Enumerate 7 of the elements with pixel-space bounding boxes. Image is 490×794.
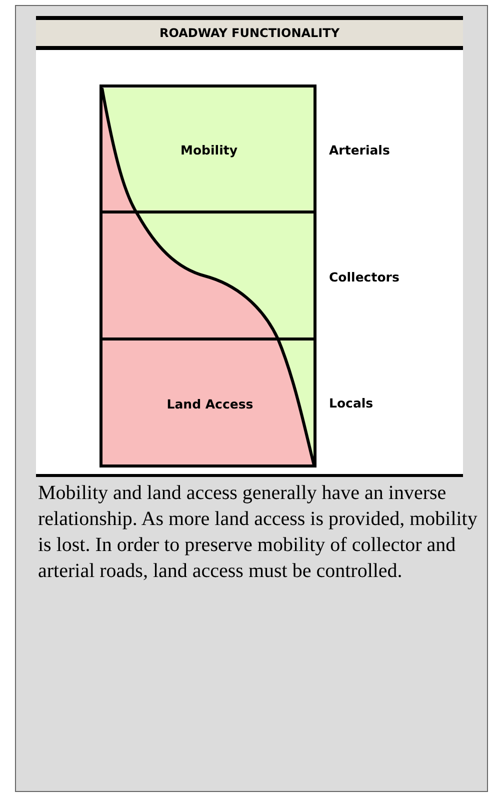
row-label: Locals [329,396,374,410]
row-label: Collectors [329,270,400,284]
row-label: Arterials [329,142,390,158]
region-label: Mobility [180,142,238,158]
title-bar: ROADWAY FUNCTIONALITY [36,16,463,50]
region-label: Land Access [166,396,254,412]
caption: Mobility and land access generally have an inverse relationship. As more land access is provided, mobility is lost. In order to preserve mobility of collector and arterial roads, land access must be controlled. [38,481,478,584]
